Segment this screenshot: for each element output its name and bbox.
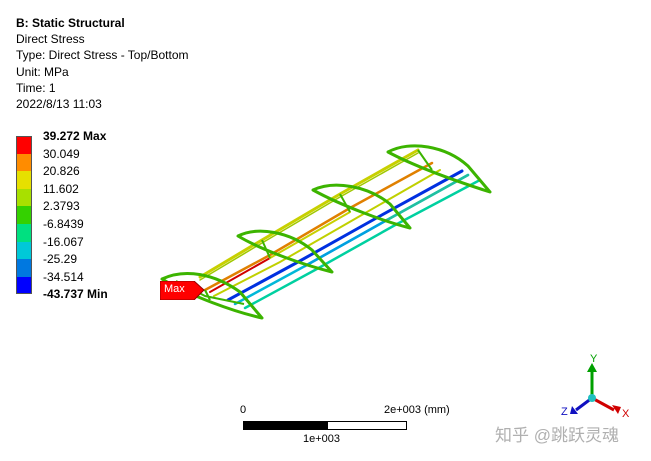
- result-unit: Unit: MPa: [16, 64, 69, 79]
- legend-value: 11.602: [43, 181, 79, 196]
- max-probe-tag[interactable]: Max: [160, 281, 205, 300]
- legend-band-6: [16, 224, 32, 242]
- triad-x-label: X: [622, 408, 630, 420]
- triad-icon: [570, 363, 621, 414]
- legend-band-2: [16, 153, 32, 172]
- watermark-text: 知乎 @跳跃灵魂: [495, 426, 619, 445]
- legend-band-8: [16, 259, 32, 277]
- rib-3: [311, 183, 412, 230]
- result-time: Time: 1: [16, 80, 56, 95]
- legend-band-9: [16, 276, 32, 295]
- result-name: Direct Stress: [16, 32, 85, 47]
- legend-value: 2.3793: [43, 199, 80, 214]
- scale-bottom-label: 1e+003: [303, 433, 341, 445]
- legend-value: -6.8439: [43, 217, 84, 231]
- scale-bar-black: [243, 421, 328, 430]
- result-type: Type: Direct Stress - Top/Bottom: [16, 48, 189, 63]
- result-date: 2022/8/13 11:03: [16, 97, 102, 112]
- legend-value: 30.049: [43, 146, 80, 161]
- stringer-back-top: [198, 148, 420, 279]
- legend-band-4: [16, 188, 32, 207]
- analysis-title: B: Static Structural: [16, 16, 125, 30]
- scale-bar-white: [327, 421, 407, 430]
- rib-4: [386, 144, 492, 194]
- result-info: B: Static Structural Direct Stress Type:…: [16, 15, 189, 112]
- legend-band-7: [16, 241, 32, 260]
- legend-band-5: [16, 206, 32, 224]
- legend-value: 20.826: [43, 164, 80, 179]
- legend-value: -34.514: [43, 269, 84, 284]
- triad-z-label: Z: [561, 406, 568, 418]
- scale-right-label: 2e+003 (mm): [384, 404, 450, 416]
- scale-ruler: 0 2e+003 (mm) 1e+003: [238, 404, 478, 454]
- max-probe-label: Max: [164, 283, 185, 295]
- legend-max-label: 39.272 Max: [43, 129, 107, 143]
- longitudinal-members: [198, 148, 482, 310]
- legend-value: -25.29: [43, 252, 78, 267]
- legend-value: -16.067: [43, 234, 84, 249]
- legend-band-1: [16, 136, 32, 154]
- scale-left-label: 0: [240, 404, 247, 416]
- stringer-front-bottom: [226, 169, 464, 302]
- stringer-mid: [203, 161, 434, 292]
- axis-triad[interactable]: Y Z X: [548, 350, 638, 430]
- legend-band-3: [16, 171, 32, 189]
- legend-min-label: -43.737 Min: [43, 287, 108, 302]
- triad-y-label: Y: [590, 353, 598, 365]
